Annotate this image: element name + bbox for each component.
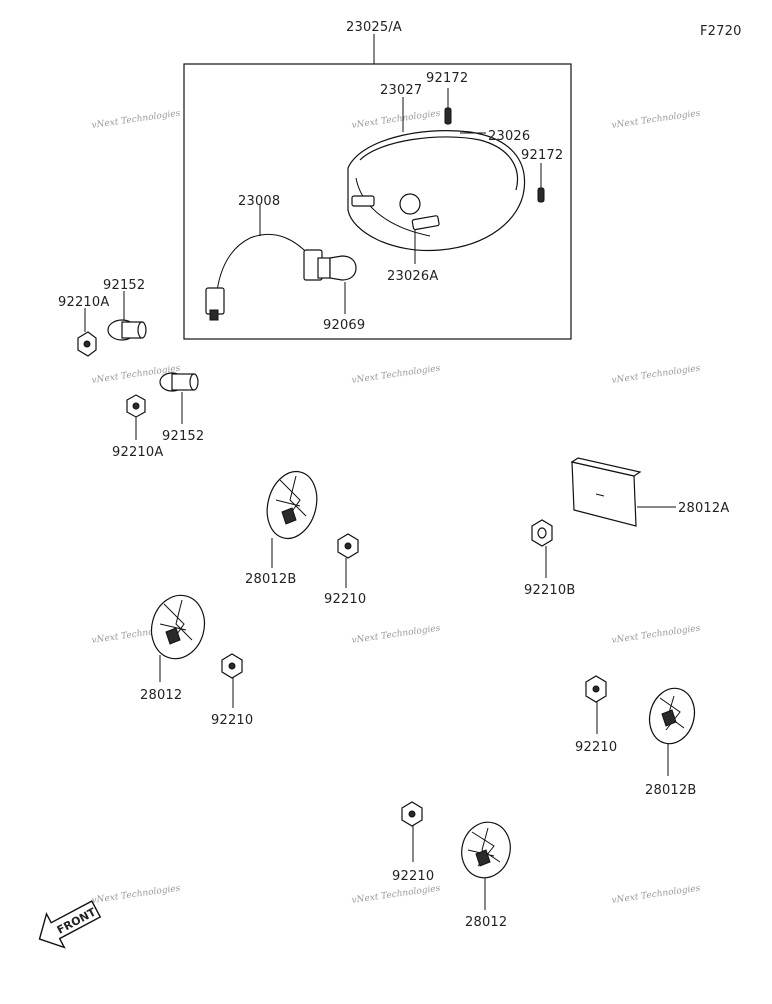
label-tail-lamp-assy[interactable]: 23025/A: [346, 20, 402, 35]
screw-icon[interactable]: [537, 163, 545, 203]
housing-stud: [411, 215, 440, 231]
reflector-round[interactable]: [644, 683, 701, 748]
watermark: vNext Technologies: [91, 884, 181, 906]
collar-icon[interactable]: [107, 319, 147, 341]
watermark: vNext Technologies: [611, 624, 701, 646]
nut-icon[interactable]: [585, 675, 607, 703]
reflector-round[interactable]: [145, 589, 212, 664]
tail-lamp-housing[interactable]: [347, 130, 526, 252]
label-nut-b[interactable]: 92210B: [524, 583, 575, 598]
bulb-icon[interactable]: [317, 255, 357, 281]
watermark: vNext Technologies: [611, 884, 701, 906]
collar-icon[interactable]: [159, 372, 199, 392]
assembly-boundary: [183, 63, 572, 340]
housing-stud: [351, 195, 375, 207]
label-nut-right[interactable]: 92210: [575, 740, 617, 755]
watermark: vNext Technologies: [351, 884, 441, 906]
watermark: vNext Technologies: [351, 624, 441, 646]
nut-icon[interactable]: [401, 801, 423, 827]
label-collar-lower[interactable]: 92152: [162, 429, 204, 444]
watermark: vNext Technologies: [351, 109, 441, 131]
reflector-round[interactable]: [260, 466, 324, 544]
socket-harness[interactable]: [205, 233, 323, 321]
label-reflector-bottom[interactable]: 28012: [465, 915, 507, 930]
label-screw-right[interactable]: 92172: [521, 148, 563, 163]
label-housing[interactable]: 23026: [488, 129, 530, 144]
reflector-plate[interactable]: [570, 457, 642, 527]
label-nut-left[interactable]: 92210: [211, 713, 253, 728]
nut-icon[interactable]: [77, 331, 97, 357]
label-screw-top[interactable]: 92172: [426, 71, 468, 86]
label-nut-upper[interactable]: 92210A: [58, 295, 109, 310]
reflector-round[interactable]: [456, 817, 517, 884]
label-lens[interactable]: 23027: [380, 83, 422, 98]
watermark: vNext Technologies: [611, 364, 701, 386]
label-collar-upper[interactable]: 92152: [103, 278, 145, 293]
label-reflector-left[interactable]: 28012: [140, 688, 182, 703]
watermark: vNext Technologies: [91, 109, 181, 131]
label-nut-lower[interactable]: 92210A: [112, 445, 163, 460]
nut-icon[interactable]: [126, 394, 146, 418]
label-nut-upper-center[interactable]: 92210: [324, 592, 366, 607]
nut-icon[interactable]: [337, 533, 359, 559]
watermark: vNext Technologies: [351, 364, 441, 386]
watermark: vNext Technologies: [611, 109, 701, 131]
label-nut-bottom[interactable]: 92210: [392, 869, 434, 884]
label-bulb[interactable]: 92069: [323, 318, 365, 333]
label-housing-stud[interactable]: 23026A: [387, 269, 438, 284]
label-reflector-b-upper[interactable]: 28012B: [245, 572, 296, 587]
nut-icon[interactable]: [221, 653, 243, 679]
label-socket-harness[interactable]: 23008: [238, 194, 280, 209]
label-reflector-a[interactable]: 28012A: [678, 501, 729, 516]
nut-icon[interactable]: [531, 519, 553, 547]
label-reflector-b-lower[interactable]: 28012B: [645, 783, 696, 798]
figure-code: F2720: [700, 24, 742, 39]
screw-icon[interactable]: [444, 88, 452, 125]
